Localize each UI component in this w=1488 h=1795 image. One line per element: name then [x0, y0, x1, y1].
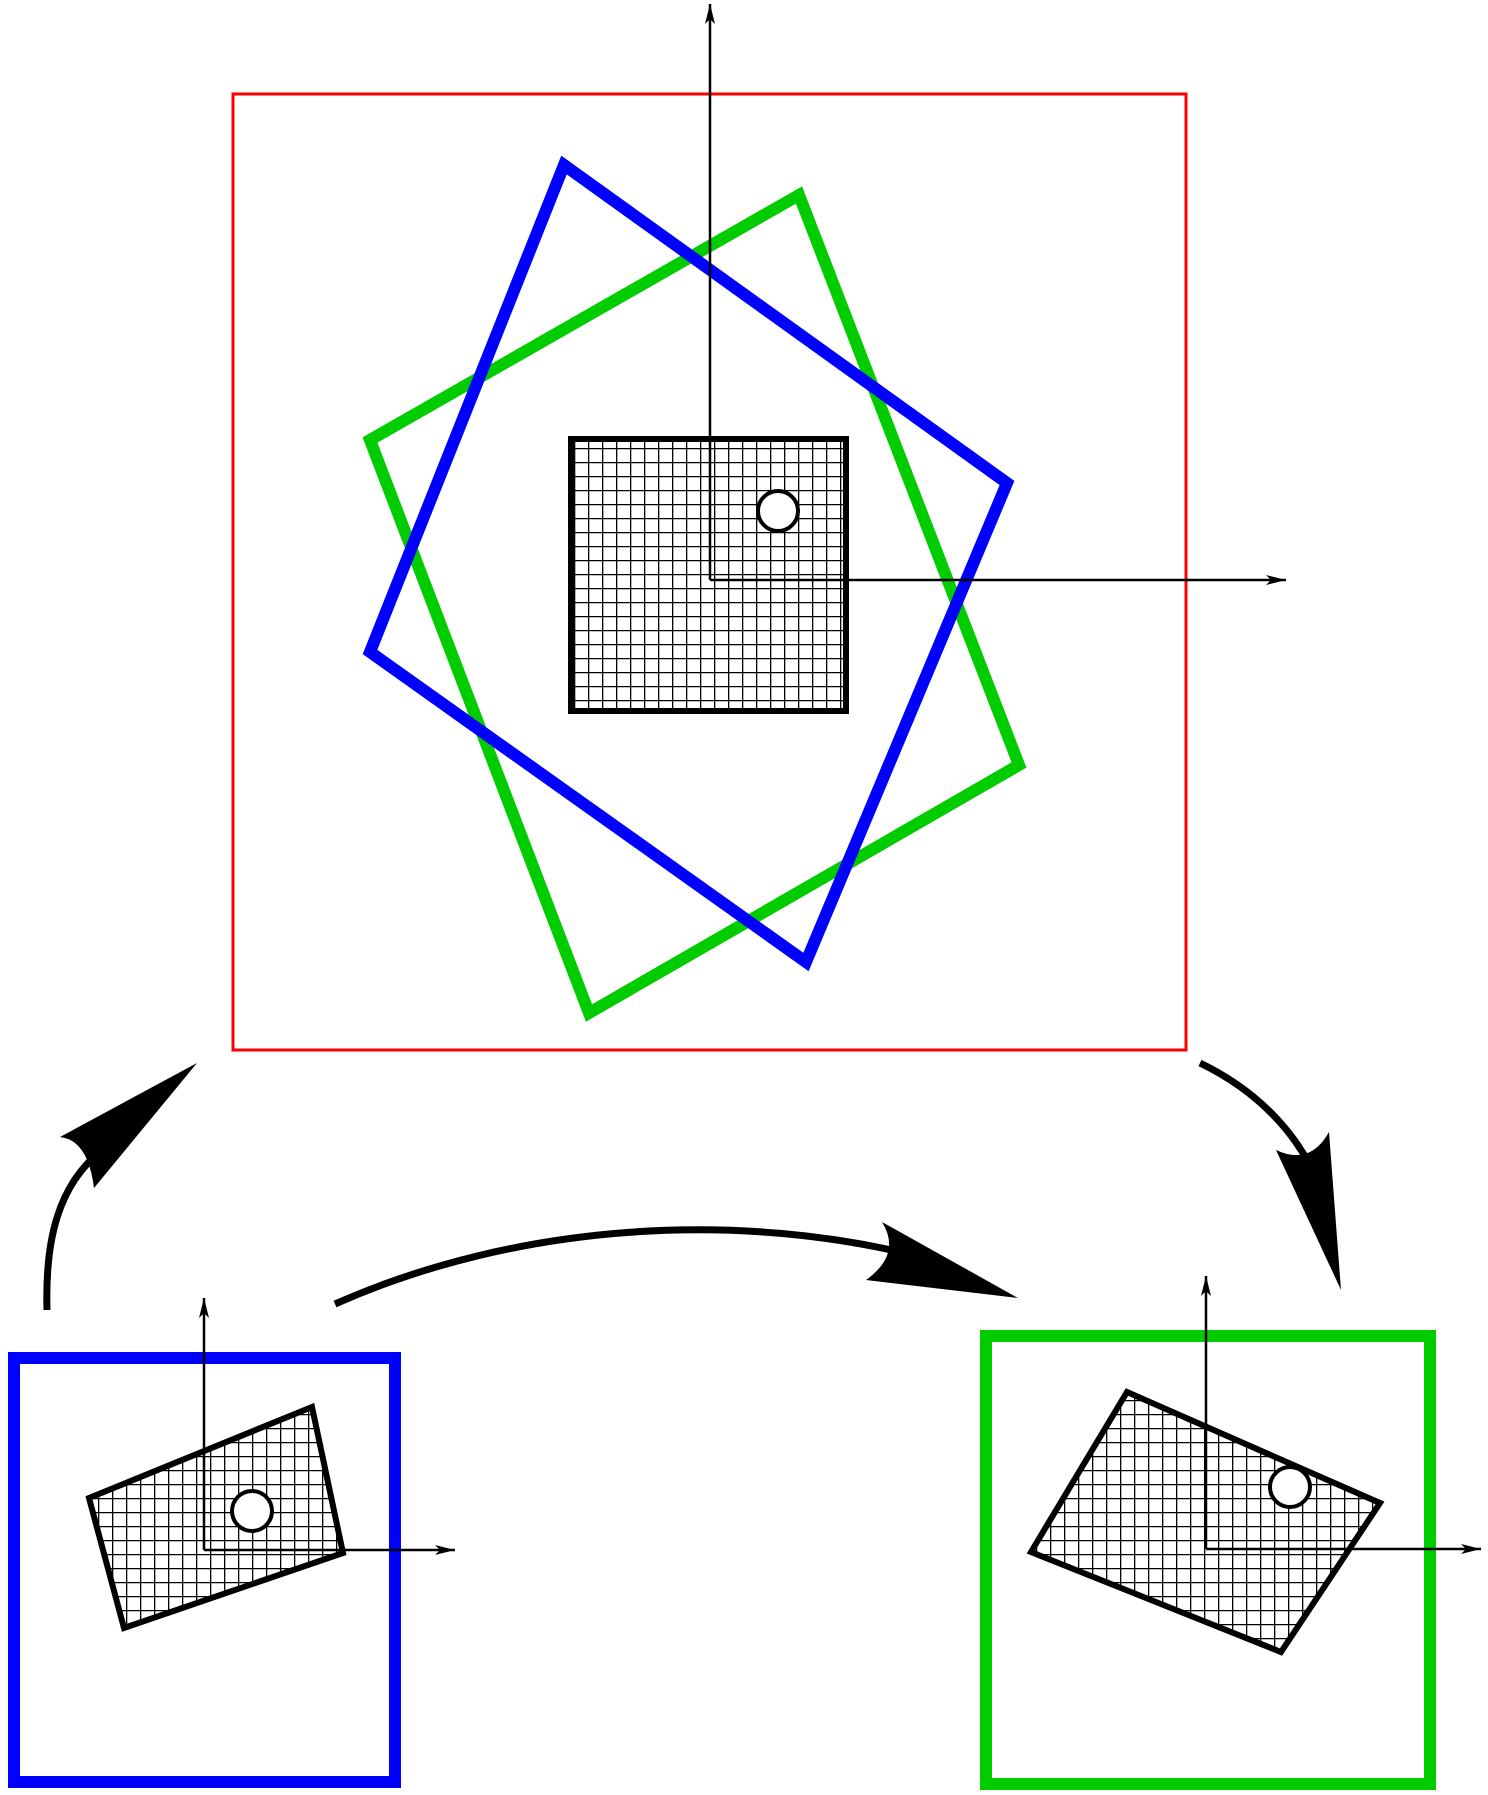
curved-arrow-blue-to-green	[333, 1222, 1018, 1308]
central-grid-square	[568, 436, 849, 714]
green-local-frame	[980, 1330, 1436, 1790]
blue-frame-grid-shape	[85, 1402, 347, 1632]
green-frame-marker-icon	[1268, 1465, 1312, 1509]
blue-frame-marker-icon	[230, 1489, 274, 1533]
green-rotated-frame	[362, 186, 1027, 1022]
blue-rotated-frame	[362, 155, 1015, 972]
central-marker-icon	[756, 489, 800, 533]
curved-arrow-blue-to-reference	[43, 1063, 197, 1311]
curved-arrow-reference-to-green	[1198, 1059, 1341, 1290]
